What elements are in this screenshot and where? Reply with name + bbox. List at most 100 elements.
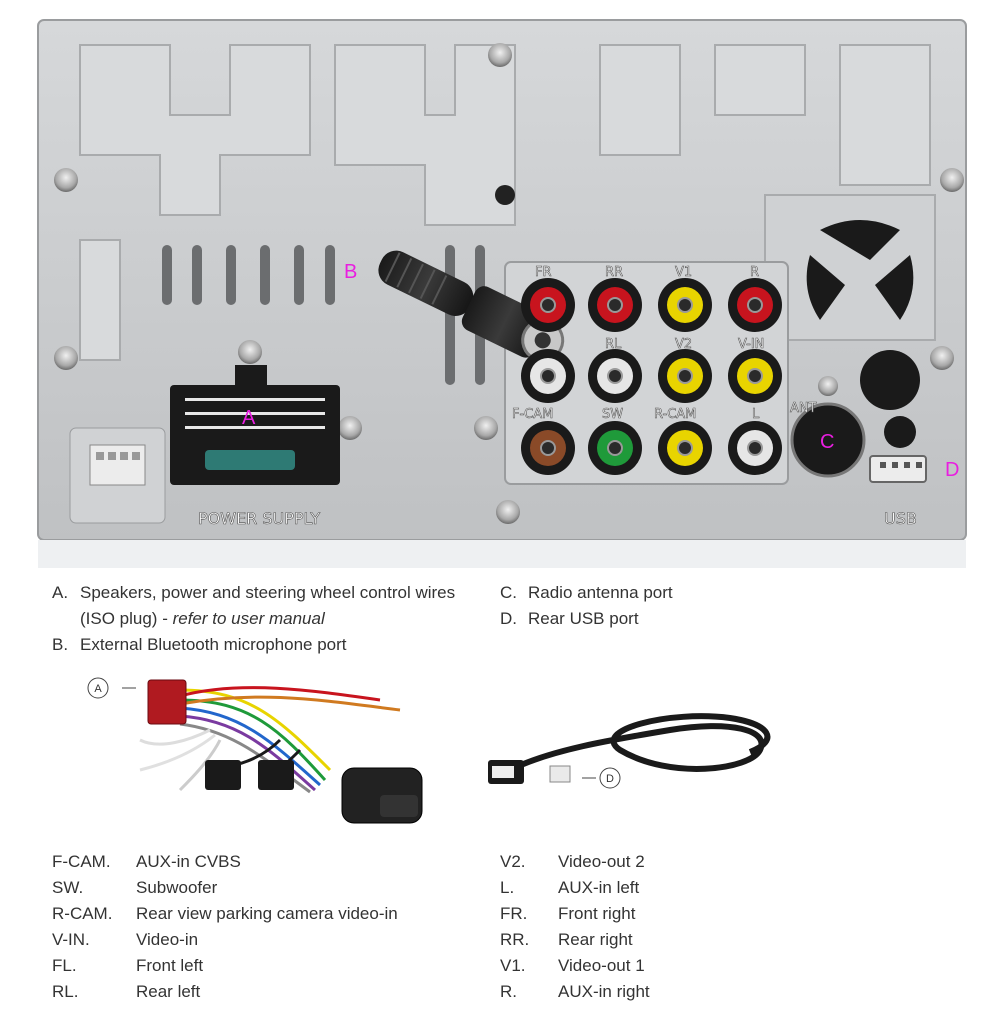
rca-label-v1: V1 bbox=[675, 265, 692, 280]
abbr-value: Front left bbox=[136, 956, 204, 975]
abbr-row: SW. Subwoofer bbox=[52, 878, 398, 904]
usb-cable-illustration: D bbox=[488, 713, 771, 789]
legend-item-c: C. Radio antenna port bbox=[500, 580, 920, 606]
rca-label-v2: V2 bbox=[675, 337, 692, 352]
rca-pin-rr bbox=[607, 297, 623, 313]
marker-a: A bbox=[242, 407, 256, 429]
abbr-row: FR. Front right bbox=[500, 904, 650, 930]
marker-b: B bbox=[344, 261, 357, 283]
abbr-value: Rear left bbox=[136, 982, 201, 1001]
abbr-key: F-CAM. bbox=[52, 852, 111, 871]
legend-letter-b: B. bbox=[52, 635, 69, 654]
iso-harness-illustration: A bbox=[87, 677, 423, 824]
rca-pin-f-cam bbox=[540, 440, 556, 456]
abbr-key: R. bbox=[500, 982, 517, 1001]
rca-label-rl: RL bbox=[605, 337, 622, 352]
legend-item-d: D. Rear USB port bbox=[500, 606, 920, 632]
rca-pin-sw bbox=[607, 440, 623, 456]
abbr-value: Front right bbox=[558, 904, 636, 923]
abbr-row: F-CAM. AUX-in CVBS bbox=[52, 852, 398, 878]
abbr-key: RR. bbox=[500, 930, 530, 949]
power-supply-connector bbox=[170, 365, 340, 485]
abbr-row: L. AUX-in left bbox=[500, 878, 650, 904]
round-hole bbox=[860, 350, 920, 410]
legend-letter-c: C. bbox=[500, 583, 517, 602]
abbreviation-table-right: V2. Video-out 2 L. AUX-in left FR. Front ri… bbox=[500, 852, 650, 1008]
abbr-key: R-CAM. bbox=[52, 904, 113, 923]
abbr-value: AUX-in left bbox=[558, 878, 640, 897]
rca-block bbox=[504, 261, 789, 485]
usb-callout-label: D bbox=[606, 773, 614, 785]
rca-label-f-cam: F-CAM bbox=[512, 407, 553, 422]
rca-pin-fr bbox=[540, 297, 556, 313]
fan-grille bbox=[764, 194, 936, 341]
harness-callout-label: A bbox=[94, 683, 102, 695]
white-connector-left bbox=[69, 427, 166, 524]
abbr-key: RL. bbox=[52, 982, 79, 1001]
abbr-key: SW. bbox=[52, 878, 84, 897]
abbr-row: RR. Rear right bbox=[500, 930, 650, 956]
power-supply-label: POWER SUPPLY bbox=[198, 509, 320, 528]
port-legend-left: A. Speakers, power and steering wheel co… bbox=[52, 580, 472, 658]
antenna-port bbox=[790, 376, 866, 478]
legend-letter-a: A. bbox=[52, 583, 69, 602]
legend-text-b: External Bluetooth microphone port bbox=[80, 635, 347, 654]
abbr-value: AUX-in CVBS bbox=[136, 852, 241, 871]
abbr-key: FR. bbox=[500, 904, 528, 923]
abbr-row: V1. Video-out 1 bbox=[500, 956, 650, 982]
abbr-value: Rear right bbox=[558, 930, 633, 949]
rca-label-r-cam: R-CAM bbox=[654, 407, 696, 422]
abbr-row: V2. Video-out 2 bbox=[500, 852, 650, 878]
abbr-value: Video-out 2 bbox=[558, 852, 645, 871]
legend-letter-d: D. bbox=[500, 609, 517, 628]
marker-d: D bbox=[945, 459, 959, 481]
chassis-reflection bbox=[38, 540, 966, 568]
rca-pin-v1 bbox=[677, 297, 693, 313]
rca-pin-r bbox=[747, 297, 763, 313]
legend-text-c: Radio antenna port bbox=[528, 583, 673, 602]
usb-label: USB bbox=[884, 509, 917, 528]
abbreviation-table-left: F-CAM. AUX-in CVBS SW. Subwoofer R-CAM. Rea… bbox=[52, 852, 398, 1008]
rca-label-sw: SW bbox=[602, 407, 623, 422]
abbr-key: FL. bbox=[52, 956, 77, 975]
abbr-key: V1. bbox=[500, 956, 526, 975]
rca-pin-r-cam bbox=[677, 440, 693, 456]
abbr-value: Video-in bbox=[136, 930, 199, 949]
rca-pin-v2 bbox=[677, 368, 693, 384]
abbr-key: L. bbox=[500, 878, 515, 897]
marker-c: C bbox=[820, 431, 834, 453]
rca-label-rr: RR bbox=[605, 265, 623, 280]
abbr-key: V-IN. bbox=[52, 930, 90, 949]
rear-panel-illustration: FR RR V1 R RL V2 V-IN F-CAM SW R-CAM L A… bbox=[37, 19, 967, 568]
rca-pin-fl bbox=[540, 368, 556, 384]
rca-label-fr: FR bbox=[535, 265, 552, 280]
abbr-value: Subwoofer bbox=[136, 878, 218, 897]
legend-item-b: B. External Bluetooth microphone port bbox=[52, 632, 472, 658]
abbr-value: Rear view parking camera video-in bbox=[136, 904, 398, 923]
legend-item-a: A. Speakers, power and steering wheel co… bbox=[52, 580, 472, 632]
rca-label-r: R bbox=[750, 265, 759, 280]
legend-italic-a: refer to user manual bbox=[172, 609, 325, 628]
rca-label-v-in: V-IN bbox=[738, 337, 764, 352]
harness-iso-plug bbox=[147, 679, 187, 725]
abbr-row: V-IN. Video-in bbox=[52, 930, 398, 956]
rca-pin-l bbox=[747, 440, 763, 456]
abbr-row: RL. Rear left bbox=[52, 982, 398, 1008]
abbr-row: R. AUX-in right bbox=[500, 982, 650, 1008]
stamped-ribs bbox=[79, 44, 931, 361]
abbr-value: Video-out 1 bbox=[558, 956, 645, 975]
legend-text-a: Speakers, power and steering wheel contr… bbox=[80, 583, 456, 628]
abbr-row: FL. Front left bbox=[52, 956, 398, 982]
abbr-row: R-CAM. Rear view parking camera video-in bbox=[52, 904, 398, 930]
usb-port bbox=[869, 455, 927, 483]
rca-pin-v-in bbox=[747, 368, 763, 384]
port-legend-right: C. Radio antenna port D. Rear USB port bbox=[500, 580, 920, 632]
rca-label-l: L bbox=[752, 407, 760, 422]
legend-text-d: Rear USB port bbox=[528, 609, 639, 628]
abbr-value: AUX-in right bbox=[558, 982, 650, 1001]
rca-jacks bbox=[521, 278, 782, 475]
abbr-key: V2. bbox=[500, 852, 526, 871]
ant-label: ANT bbox=[790, 401, 817, 416]
rca-pin-rl bbox=[607, 368, 623, 384]
usb-cable-coil bbox=[508, 713, 771, 773]
